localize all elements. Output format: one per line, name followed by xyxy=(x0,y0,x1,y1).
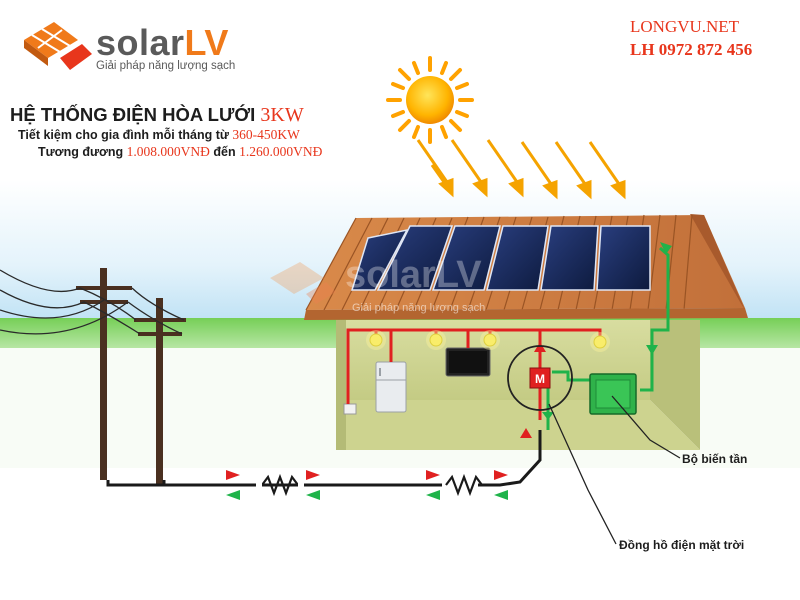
watermark-name-part2: LV xyxy=(435,254,482,296)
wall-outlet-icon xyxy=(343,403,357,415)
inverter-icon xyxy=(589,373,637,415)
sun-icon xyxy=(386,56,474,144)
solar-panel xyxy=(540,225,599,291)
light-bulbs xyxy=(366,330,610,352)
equiv-to: 1.260.000VNĐ xyxy=(239,144,323,159)
resistor-icon xyxy=(261,473,299,497)
watermark-logo-icon xyxy=(270,262,336,304)
saving-range: 360-450KW xyxy=(232,127,300,142)
solar-panel xyxy=(431,225,501,291)
inverter-label: Bộ biến tần xyxy=(682,452,748,466)
solar-panel xyxy=(486,225,549,291)
fridge-icon xyxy=(375,361,407,413)
resistor-icon xyxy=(445,473,483,497)
saving-prefix: Tiết kiệm cho gia đình mỗi tháng từ xyxy=(18,128,229,142)
solar-panel xyxy=(596,225,651,291)
contact-website: LONGVU.NET xyxy=(630,17,740,36)
solar-panel xyxy=(350,228,409,291)
light-bulb-icon xyxy=(480,330,500,350)
contact-phone: LH 0972 872 456 xyxy=(630,40,753,59)
watermark-tagline: Giải pháp năng lượng sạch xyxy=(352,302,486,314)
solar-meter: M xyxy=(507,345,573,411)
light-bulb-icon xyxy=(426,330,446,350)
title-capacity: 3KW xyxy=(260,104,304,126)
title-text: HỆ THỐNG ĐIỆN HÒA LƯỚI xyxy=(10,104,256,125)
tv-icon xyxy=(445,347,491,377)
power-poles xyxy=(0,268,186,484)
equiv-from: 1.008.000VNĐ xyxy=(126,144,210,159)
flow-arrows-red xyxy=(226,428,532,480)
grid-connection xyxy=(106,430,542,487)
light-bulb-icon xyxy=(366,330,386,350)
page-title: HỆ THỐNG ĐIỆN HÒA LƯỚI 3KW xyxy=(10,104,304,127)
solarlv-logo-icon xyxy=(24,22,92,70)
logo-name-part2: LV xyxy=(184,22,229,63)
callout-lines xyxy=(548,395,681,545)
watermark-name-part1: solar xyxy=(345,254,436,296)
house-walls xyxy=(336,320,700,450)
logo-tagline: Giải pháp năng lượng sạch xyxy=(96,60,236,72)
equiv-mid: đến xyxy=(213,145,236,159)
watermark-wordmark: solarLV xyxy=(345,254,482,297)
meter-label: Đồng hồ điện mặt trời xyxy=(619,538,745,552)
flow-arrows-green xyxy=(226,490,508,500)
solar-panel xyxy=(376,225,454,291)
meter-symbol: M xyxy=(535,372,545,386)
light-bulb-icon xyxy=(590,332,610,352)
logo-name-part1: solar xyxy=(96,22,185,63)
equivalent-line: Tương đương 1.008.000VNĐ đến 1.260.000VN… xyxy=(38,144,322,160)
logo-wordmark: solarLV xyxy=(96,22,229,64)
saving-line: Tiết kiệm cho gia đình mỗi tháng từ 360-… xyxy=(18,127,300,143)
solar-panels xyxy=(350,225,651,291)
sunlight-arrows xyxy=(416,139,626,200)
dc-wiring xyxy=(546,246,670,430)
equiv-prefix: Tương đương xyxy=(38,145,124,159)
